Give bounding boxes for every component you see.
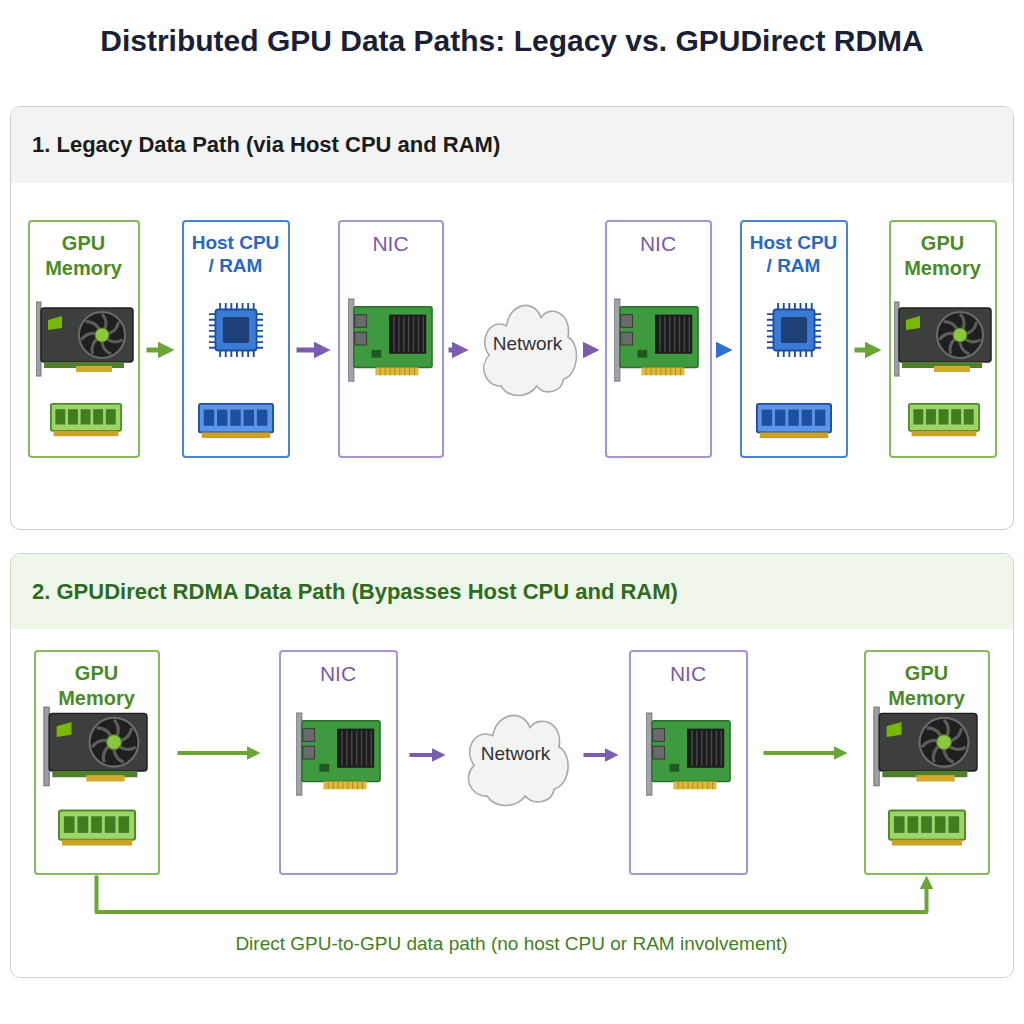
host-box: Host CPU / RAM [740, 220, 848, 458]
network-cloud: Network [458, 698, 574, 810]
box-label: Host CPU / RAM [184, 231, 288, 279]
network-cloud: Network [474, 288, 582, 400]
nic-card-icon [296, 713, 380, 795]
data-path-arrow [297, 348, 323, 353]
gpu-memory-icon [51, 404, 121, 436]
box-label: NIC [340, 231, 442, 257]
box-label: NIC [631, 661, 746, 687]
box-label: NIC [281, 661, 396, 687]
gpu-card-icon [36, 302, 133, 376]
section-heading: 2. GPUDirect RDMA Data Path (Bypasses Ho… [11, 554, 1013, 629]
gpu-memory-icon [909, 404, 979, 436]
data-path-arrow [449, 348, 461, 353]
nic-box: NIC [338, 220, 444, 458]
network-label: Network [474, 288, 582, 400]
gpu-card-icon [874, 707, 977, 786]
box-label: GPU Memory [30, 231, 138, 281]
gpu-memory-box: GPU Memory [34, 650, 160, 875]
gpu-memory-icon [59, 810, 135, 845]
gpu-memory-box: GPU Memory [28, 220, 140, 458]
box-label: NIC [607, 231, 710, 257]
box-label: GPU Memory [866, 661, 988, 711]
cpu-chip-icon [767, 303, 821, 357]
gpu-memory-box: GPU Memory [889, 220, 997, 458]
gpu-card-icon [894, 302, 991, 376]
data-path-arrow [410, 753, 439, 757]
data-path-arrow [764, 751, 841, 755]
diagram-title: Distributed GPU Data Paths: Legacy vs. G… [0, 24, 1024, 58]
connector-layer [97, 350, 927, 912]
cpu-chip-icon [209, 303, 263, 357]
data-path-arrow [587, 348, 592, 353]
box-label: Host CPU / RAM [742, 231, 846, 279]
gpu-card-icon [44, 707, 147, 786]
data-path-arrow [178, 751, 254, 755]
nic-box: NIC [605, 220, 712, 458]
nic-card-icon [614, 299, 698, 381]
data-path-arrow [97, 876, 927, 913]
nic-card-icon [348, 299, 432, 381]
data-path-arrow [147, 348, 167, 353]
data-path-arrow [719, 348, 725, 353]
host-box: Host CPU / RAM [182, 220, 290, 458]
data-path-arrow [584, 753, 612, 757]
network-label: Network [458, 698, 574, 810]
box-label: GPU Memory [36, 661, 158, 711]
box-label: GPU Memory [891, 231, 995, 281]
section-heading: 1. Legacy Data Path (via Host CPU and RA… [11, 107, 1013, 183]
nic-box: NIC [279, 650, 398, 875]
host-ram-icon [199, 404, 273, 438]
gpu-memory-box: GPU Memory [864, 650, 990, 875]
section-panel: GPU Memory Host CPU / RAM NIC Network NIC Hos… [10, 106, 1014, 530]
host-ram-icon [757, 404, 831, 438]
nic-card-icon [646, 713, 730, 795]
section-panel: GPU Memory NIC Network NIC GPU Memory 2. GPUD… [10, 553, 1014, 978]
nic-box: NIC [629, 650, 748, 875]
gpu-memory-icon [889, 810, 965, 845]
data-path-arrow [855, 348, 874, 353]
